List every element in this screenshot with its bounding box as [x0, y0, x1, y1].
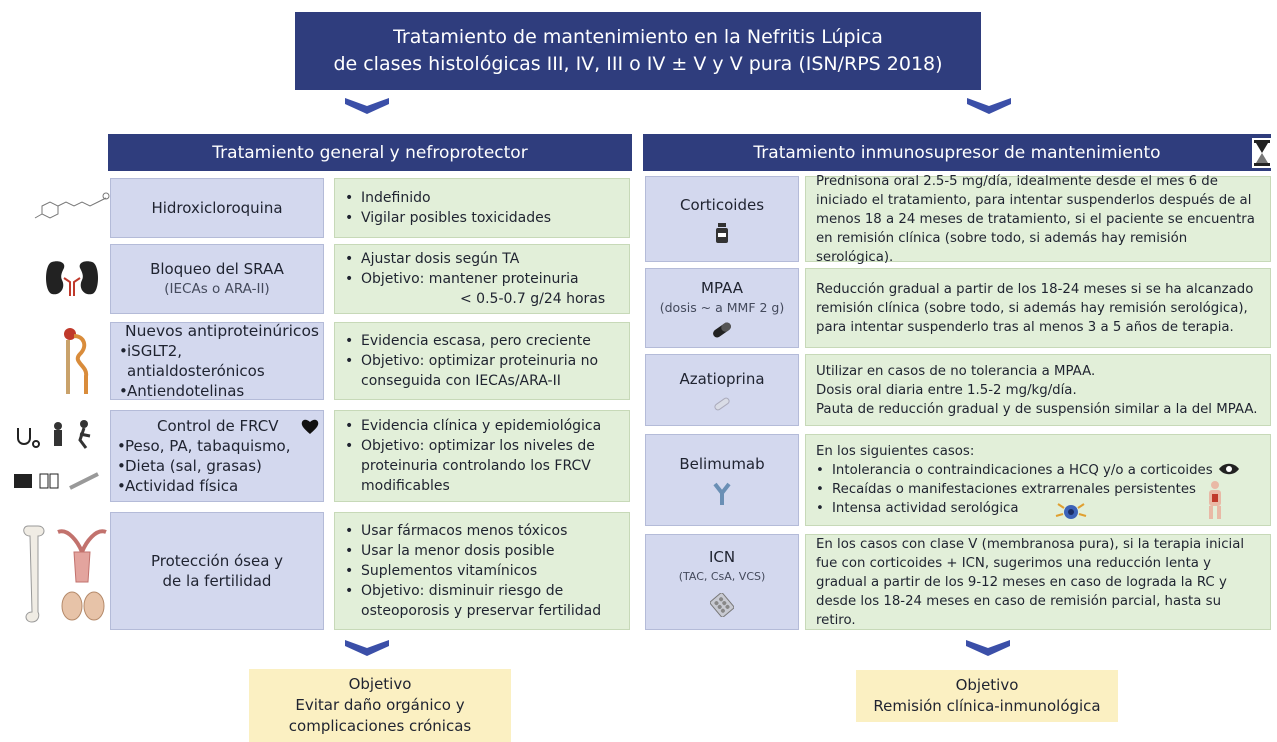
bone-uterus-icon [23, 525, 107, 623]
list-item-continuation: < 0.5-0.7 g/24 horas [460, 291, 606, 307]
label-text: Azatioprina [679, 370, 765, 388]
label-text: de la fertilidad [162, 572, 272, 590]
title-line-2: de clases histológicas III, IV, III o IV… [333, 53, 943, 75]
row-text-line: Pauta de reducción gradual y de suspensi… [816, 401, 1258, 417]
row-detail-azatioprina: Utilizar en casos de no tolerancia a MPA… [805, 354, 1271, 426]
list-item: •Objetivo: disminuir riesgo de osteoporo… [345, 583, 602, 619]
label-text: Belimumab [679, 455, 765, 473]
row-detail-hidroxicloroquina: •Indefinido •Vigilar posibles toxicidade… [334, 178, 630, 238]
row-text-line: En los siguientes casos: [816, 444, 975, 459]
label-text: Corticoides [679, 196, 765, 214]
list-item: •Indefinido [345, 190, 431, 206]
list-item: •Actividad física [117, 477, 239, 495]
list-item: •Vigilar posibles toxicidades [345, 210, 552, 226]
right-section-header: Tratamiento inmunosupresor de mantenimie… [643, 134, 1271, 171]
lifestyle-icon [14, 420, 99, 490]
row-detail-proteccion-osea: •Usar fármacos menos tóxicos •Usar la me… [334, 512, 630, 630]
row-label-control-frcv: Control de FRCV •Peso, PA, tabaquismo, •… [110, 410, 324, 502]
label-subtext: (TAC, CsA, VCS) [678, 570, 766, 583]
objective-title: Objetivo [955, 676, 1019, 694]
row-label-proteccion-osea: Protección ósea y de la fertilidad [110, 512, 324, 630]
row-detail-bloqueo-sraa: •Ajustar dosis según TA •Objetivo: mante… [334, 244, 630, 314]
eye-icon [1219, 463, 1239, 475]
row-label-corticoides: Corticoides [645, 176, 799, 262]
list-item: •Intolerancia o contraindicaciones a HCQ… [816, 463, 1213, 478]
label-text: Protección ósea y [150, 552, 284, 570]
list-item: •Intensa actividad serológica [816, 501, 1019, 516]
row-label-mpaa: MPAA (dosis ~ a MMF 2 g) [645, 268, 799, 348]
row-text: En los casos con clase V (membranosa pur… [816, 536, 1245, 628]
label-subtext: (IECAs o ARA-II) [164, 281, 270, 297]
objective-text: Evitar daño orgánico y [295, 696, 465, 714]
row-detail-mpaa: Reducción gradual a partir de los 18-24 … [805, 268, 1271, 348]
row-label-azatioprina: Azatioprina [645, 354, 799, 426]
label-text: ICN [708, 548, 736, 566]
objective-text: Remisión clínica-inmunológica [873, 697, 1101, 715]
list-item: •Dieta (sal, grasas) [117, 457, 262, 475]
human-body-icon [1209, 481, 1221, 519]
list-item: •Ajustar dosis según TA [345, 251, 520, 267]
down-arrow-icon [345, 98, 389, 114]
antibody-icon [713, 482, 731, 505]
left-section-header: Tratamiento general y nefroprotector [108, 134, 632, 171]
capsule-icon [713, 322, 731, 338]
list-item: •Objetivo: optimizar los niveles de prot… [345, 438, 595, 494]
label-text: Nuevos antiproteinúricos [125, 322, 319, 340]
row-label-bloqueo-sraa: Bloqueo del SRAA (IECAs o ARA-II) [110, 244, 324, 314]
list-item: •Objetivo: optimizar proteinuria no cons… [345, 353, 599, 389]
row-text-line: Utilizar en casos de no tolerancia a MPA… [816, 363, 1096, 379]
molecule-icon [34, 192, 110, 219]
left-objective-box: Objetivo Evitar daño orgánico y complica… [249, 669, 511, 742]
right-section-header-label: Tratamiento inmunosupresor de mantenimie… [753, 142, 1161, 163]
list-item: •Peso, PA, tabaquismo, [117, 437, 291, 455]
row-detail-control-frcv: •Evidencia clínica y epidemiológica •Obj… [334, 410, 630, 502]
row-detail-belimumab: En los siguientes casos: •Intolerancia o… [805, 434, 1271, 526]
row-label-nuevos-antiproteinuricos: Nuevos antiproteinúricos •iSGLT2, antial… [110, 322, 324, 400]
row-text: Reducción gradual a partir de los 18-24 … [816, 281, 1254, 335]
list-item: •Evidencia clínica y epidemiológica [345, 418, 602, 434]
right-objective-box: Objetivo Remisión clínica-inmunológica [856, 670, 1118, 722]
heart-icon [301, 419, 319, 434]
label-text: Bloqueo del SRAA [150, 260, 284, 278]
b-cell-icon [1055, 503, 1087, 519]
label-text: MPAA [701, 279, 743, 297]
row-text-line: Dosis oral diaria entre 1.5-2 mg/kg/día. [816, 382, 1077, 398]
row-label-icn: ICN (TAC, CsA, VCS) [645, 534, 799, 630]
objective-title: Objetivo [348, 675, 412, 693]
label-subtext: (dosis ~ a MMF 2 g) [659, 300, 785, 315]
down-arrow-icon [967, 98, 1011, 114]
pill-blister-icon [710, 593, 734, 617]
row-text: Prednisona oral 2.5-5 mg/día, idealmente… [816, 173, 1255, 265]
row-label-belimumab: Belimumab [645, 434, 799, 526]
row-label-hidroxicloroquina: Hidroxicloroquina [110, 178, 324, 238]
list-item: •iSGLT2, antialdosterónicos [119, 342, 265, 380]
kidney-icon [46, 261, 98, 296]
list-item: •Recaídas o manifestaciones extrarrenale… [816, 482, 1196, 497]
row-detail-icn: En los casos con clase V (membranosa pur… [805, 534, 1271, 630]
pill-bottle-icon [716, 223, 728, 243]
down-arrow-icon [345, 640, 389, 656]
row-detail-corticoides: Prednisona oral 2.5-5 mg/día, idealmente… [805, 174, 1271, 265]
nephron-icon [64, 328, 89, 394]
page-title: Tratamiento de mantenimiento en la Nefri… [295, 12, 981, 90]
list-item: •Suplementos vitamínicos [345, 563, 538, 579]
list-item: •Antiendotelinas [119, 382, 245, 400]
title-line-1: Tratamiento de mantenimiento en la Nefri… [393, 26, 883, 48]
list-item: •Usar la menor dosis posible [345, 543, 555, 559]
row-detail-nuevos-antiproteinuricos: •Evidencia escasa, pero creciente •Objet… [334, 322, 630, 400]
hourglass-icon [1252, 138, 1272, 168]
label-text: Control de FRCV [157, 417, 279, 435]
label-text: Hidroxicloroquina [151, 199, 283, 217]
list-item: •Usar fármacos menos tóxicos [345, 523, 568, 539]
list-item: •Evidencia escasa, pero creciente [345, 333, 591, 349]
list-item: •Objetivo: mantener proteinuria [345, 271, 579, 287]
pill-icon [714, 397, 730, 411]
down-arrow-icon [966, 640, 1010, 656]
objective-text: complicaciones crónicas [288, 717, 472, 735]
